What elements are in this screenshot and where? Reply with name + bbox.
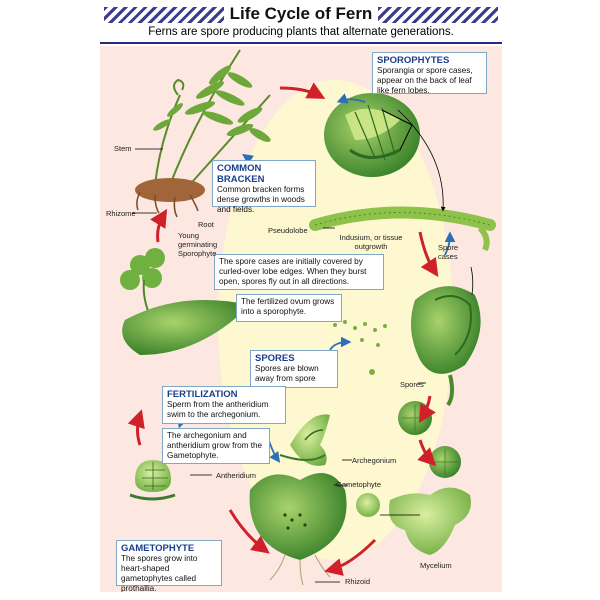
common-bracken-heading: COMMON BRACKEN (217, 163, 265, 185)
spore-cases-info-box: The spore cases are initially covered by… (214, 254, 384, 290)
gametophyte-illustration (249, 472, 347, 586)
spore-cases-info-text: The spore cases are initially covered by… (219, 257, 367, 286)
subtitle-underline (100, 42, 502, 44)
label-rhizoid: Rhizoid (345, 577, 371, 586)
label-spores: Spores (400, 380, 424, 389)
cycle-arrows (127, 82, 439, 576)
title-stripes-right (378, 7, 498, 23)
sporophytes-text: Sporangia or spore cases, appear on the … (377, 66, 473, 95)
fertilized-ovum-box: The fertilized ovum grows into a sporoph… (236, 294, 342, 322)
label-root: Root (198, 220, 214, 229)
young-sporophyte-illustration (120, 248, 250, 355)
label-mycelium: Mycelium (420, 561, 452, 570)
archegonium-info-box: The archegonium and antheridium grow fro… (162, 428, 270, 464)
label-young-sporophyte: Young germinating Sporophyte (178, 231, 218, 258)
antheridium-illustration (129, 460, 176, 501)
archegonium-illustration (279, 414, 330, 466)
sporophytes-heading: SPOROPHYTES (377, 55, 450, 66)
fern-plant-illustration (135, 49, 271, 218)
poster: Life Cycle of Fern Ferns are spore produ… (100, 0, 502, 600)
label-indusium: Indusium, or tissue outgrowth (339, 233, 403, 251)
title-stripes-left (104, 7, 224, 23)
spores-heading: SPORES (255, 353, 295, 364)
label-pseudolobe: Pseudolobe (268, 226, 308, 235)
spores-box: SPORES Spores are blown away from spore … (250, 350, 338, 393)
mycelium-illustration (356, 487, 471, 555)
gametophyte-box: GAMETOPHYTE The spores grow into heart-s… (116, 540, 222, 593)
label-stem: Stem (114, 144, 132, 153)
sporophytes-box: SPOROPHYTES Sporangia or spore cases, ap… (372, 52, 487, 95)
leader-lines (132, 109, 474, 583)
label-spore-cases: Spore cases (438, 243, 459, 261)
diagram-art (120, 49, 496, 586)
archegonium-info-text: The archegonium and antheridium grow fro… (167, 431, 263, 460)
label-gametophyte: Gametophyte (336, 480, 382, 489)
fertilized-ovum-text: The fertilized ovum grows into a sporoph… (241, 297, 335, 316)
fertilization-heading: FERTILIZATION (167, 389, 238, 400)
frond-strip-illustration (309, 206, 496, 252)
label-archegonium: Archegonium (352, 456, 397, 465)
subtitle: Ferns are spore producing plants that al… (148, 26, 454, 38)
page-title: Life Cycle of Fern (229, 4, 373, 23)
footer-strip (100, 592, 502, 600)
title-bar: Life Cycle of Fern (100, 4, 502, 26)
fertilization-box: FERTILIZATION Sperm from the antheridium… (162, 386, 286, 424)
common-bracken-box: COMMON BRACKEN Common bracken forms dens… (212, 160, 316, 214)
sporophyte-lobe-illustration (324, 93, 420, 177)
gametophyte-heading: GAMETOPHYTE (121, 543, 195, 554)
label-rhizome: Rhizome (106, 209, 136, 218)
fertilization-text: Sperm from the antheridium swim to the a… (167, 400, 269, 419)
common-bracken-text: Common bracken forms dense growths in wo… (217, 185, 305, 214)
gametophyte-text: The spores grow into heart-shaped gameto… (121, 554, 198, 593)
label-antheridium: Antheridium (216, 471, 257, 480)
